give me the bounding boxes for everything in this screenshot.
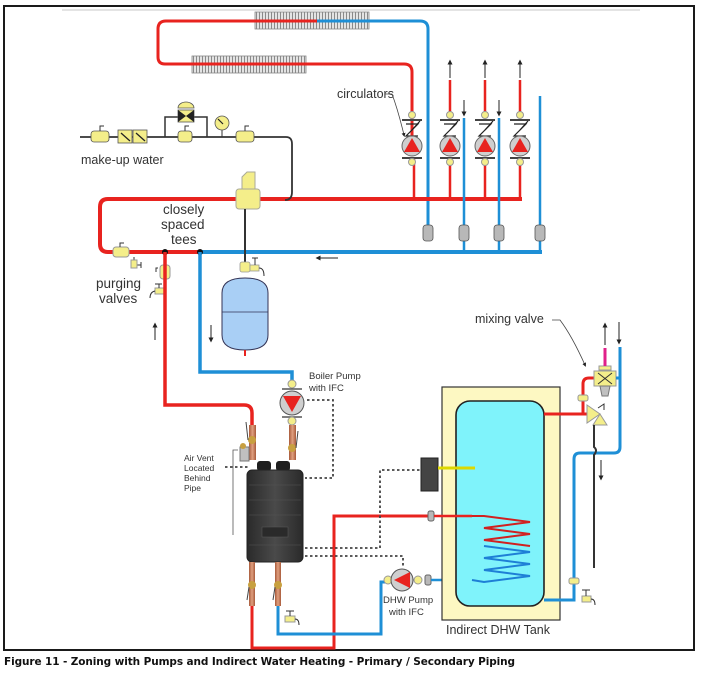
dhw-supply-pipe [250, 514, 430, 650]
cold-water-supply [544, 347, 622, 602]
boiler-return-stub [289, 425, 296, 460]
pressure-gauge-icon [214, 115, 230, 137]
tempering-valve-icon [586, 403, 608, 426]
cold-inlet-union [568, 577, 580, 585]
dhw-pump-control-wire [305, 555, 404, 566]
label-behind: Behind [184, 473, 211, 483]
primary-return-pipe [198, 252, 294, 380]
supply-header [98, 197, 522, 254]
recirc-return-line [593, 425, 597, 568]
leader-circulators [385, 93, 406, 137]
backflow-preventer-icon [120, 132, 146, 142]
label-air-vent: Air Vent [184, 453, 214, 463]
tank-hot-outlet-pipe [544, 376, 597, 416]
label-dhw-pump-ifc: with IFC [388, 607, 424, 618]
label-tank: Indirect DHW Tank [446, 623, 551, 637]
leader-mixing-valve [552, 319, 587, 367]
air-separator-icon [235, 171, 261, 210]
boiler-pump-control-wire [305, 399, 334, 479]
label-spaced: spaced [161, 217, 205, 232]
pressure-reducing-valve-icon [177, 101, 195, 123]
label-pipe: Pipe [184, 483, 201, 493]
mixing-valve-icon [593, 365, 617, 397]
tank-sensor-wire [305, 469, 420, 549]
tank-aquastat [420, 457, 475, 492]
drain-valve-icon [284, 610, 300, 626]
heat-exchanger-coil-hot [472, 515, 531, 547]
purging-valve-1 [112, 242, 142, 269]
circulator-zone-2 [439, 111, 461, 166]
label-purging: purging [96, 276, 141, 291]
circulator-zone-1 [401, 111, 423, 166]
boiler-pump [279, 379, 305, 426]
figure-frame [3, 5, 695, 651]
tank-drain-valve [581, 589, 596, 606]
label-boiler-pump-ifc: with IFC [308, 383, 344, 394]
air-vent-icon [239, 443, 250, 462]
boiler-bottom-valves [246, 581, 282, 601]
label-closely: closely [163, 202, 205, 217]
air-vent-leader [232, 449, 238, 535]
valve-handles [99, 125, 249, 131]
label-boiler-pump: Boiler Pump [309, 371, 361, 382]
zone1-return-loop [317, 19, 430, 230]
tank-inlet-union [427, 510, 435, 522]
label-mixing-valve: mixing valve [475, 312, 544, 326]
label-make-up-water: make-up water [81, 153, 164, 167]
expansion-tank-valve [239, 261, 260, 273]
indirect-dhw-tank [441, 386, 561, 621]
label-circulators: circulators [337, 87, 394, 101]
purging-valve-2 [149, 264, 171, 299]
circulator-zone-4 [509, 111, 531, 166]
makeup-water-line [80, 136, 293, 201]
return-valves [422, 224, 546, 242]
label-dhw-pump: DHW Pump [383, 595, 433, 606]
dhw-return-pipe [276, 580, 386, 636]
circulator-zone-3 [474, 111, 496, 166]
figure-caption: Figure 11 - Zoning with Pumps and Indire… [4, 656, 515, 668]
zone1-supply-loop [156, 19, 414, 142]
zone-circulators [401, 111, 531, 166]
boiler-isolation-valves [245, 421, 299, 452]
label-located: Located [184, 463, 215, 473]
boiler [246, 461, 304, 563]
primary-supply-pipe [163, 252, 254, 440]
expansion-tank-drain [252, 257, 265, 277]
tank-outlet-union [577, 394, 589, 402]
label-valves: valves [99, 291, 138, 306]
expansion-tank [221, 277, 269, 356]
dhw-pump [383, 568, 432, 592]
label-tees: tees [171, 232, 197, 247]
heat-exchanger-coil-cool [471, 545, 531, 584]
